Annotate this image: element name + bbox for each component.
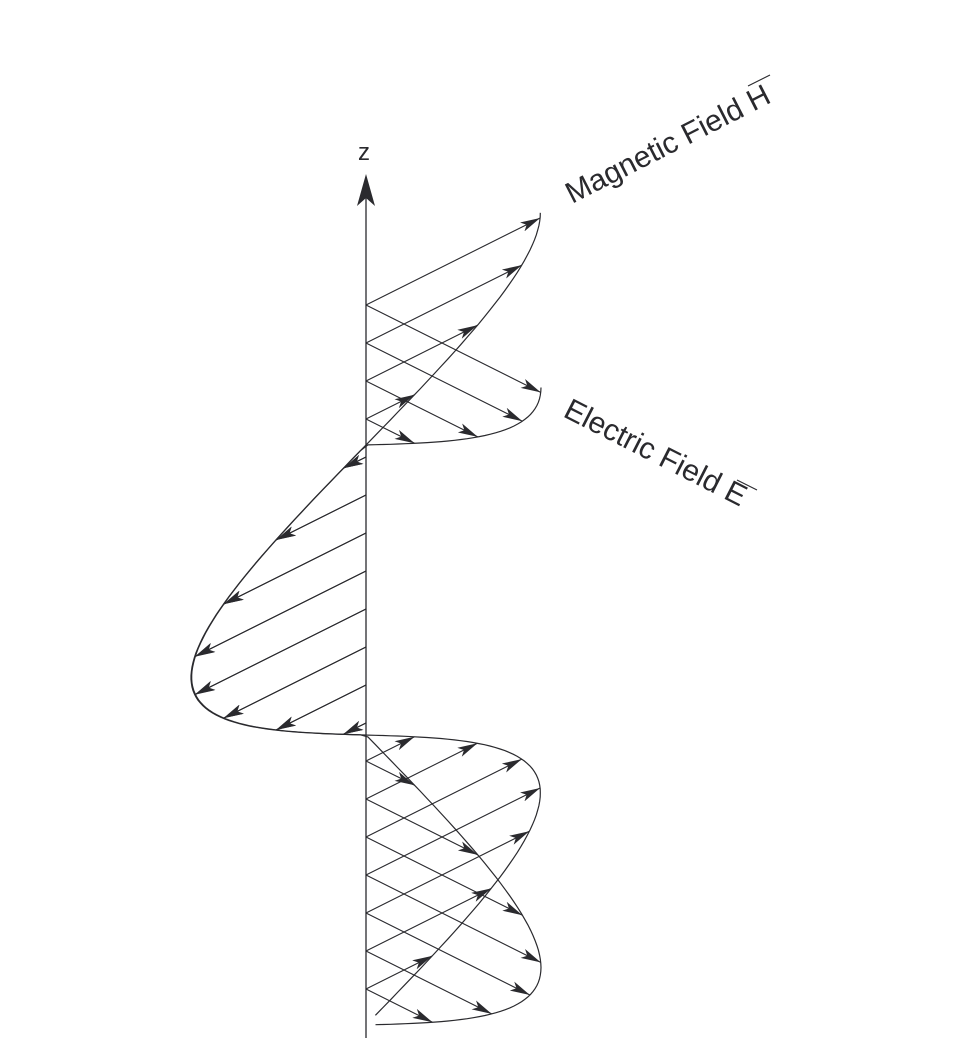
magnetic-vector bbox=[365, 324, 478, 382]
magnetic-vector bbox=[365, 787, 541, 876]
magnetic-vector bbox=[365, 394, 415, 420]
magnetic-vector bbox=[223, 532, 367, 605]
magnetic-field-label: Magnetic Field H bbox=[560, 79, 776, 211]
magnetic-field-curve bbox=[191, 212, 541, 1016]
magnetic-vector bbox=[365, 758, 523, 838]
magnetic-vector bbox=[365, 887, 492, 952]
electric-overbar bbox=[736, 479, 758, 491]
magnetic-vector bbox=[365, 742, 478, 800]
electric-field-label: Electric Field E bbox=[559, 393, 752, 513]
electric-vector bbox=[365, 988, 433, 1023]
electric-field-vectors bbox=[194, 304, 541, 1023]
magnetic-vector bbox=[343, 454, 367, 469]
magnetic-vector bbox=[365, 736, 415, 762]
electric-vector bbox=[365, 874, 541, 963]
magnetic-vector bbox=[343, 720, 367, 735]
electric-vector bbox=[365, 304, 541, 393]
magnetic-field-vectors bbox=[195, 217, 541, 990]
electric-vector bbox=[365, 950, 492, 1015]
magnetic-vector bbox=[195, 570, 367, 657]
magnetic-vector bbox=[365, 264, 523, 344]
z-axis-label: z bbox=[358, 139, 370, 166]
magnetic-vector bbox=[275, 494, 367, 541]
electric-vector bbox=[365, 760, 415, 786]
magnetic-overbar bbox=[747, 74, 771, 87]
electric-vector bbox=[365, 912, 531, 996]
z-axis-arrow-icon bbox=[357, 174, 375, 206]
electric-vector bbox=[365, 380, 479, 438]
electric-vector bbox=[365, 418, 415, 444]
electric-vector bbox=[365, 836, 523, 916]
magnetic-vector bbox=[365, 830, 530, 914]
magnetic-vector bbox=[365, 217, 541, 306]
electric-vector bbox=[365, 342, 523, 422]
magnetic-vector bbox=[275, 684, 367, 731]
magnetic-vector bbox=[365, 955, 433, 990]
electric-vector bbox=[365, 798, 479, 856]
magnetic-vector bbox=[223, 646, 367, 719]
magnetic-vector bbox=[195, 608, 367, 695]
